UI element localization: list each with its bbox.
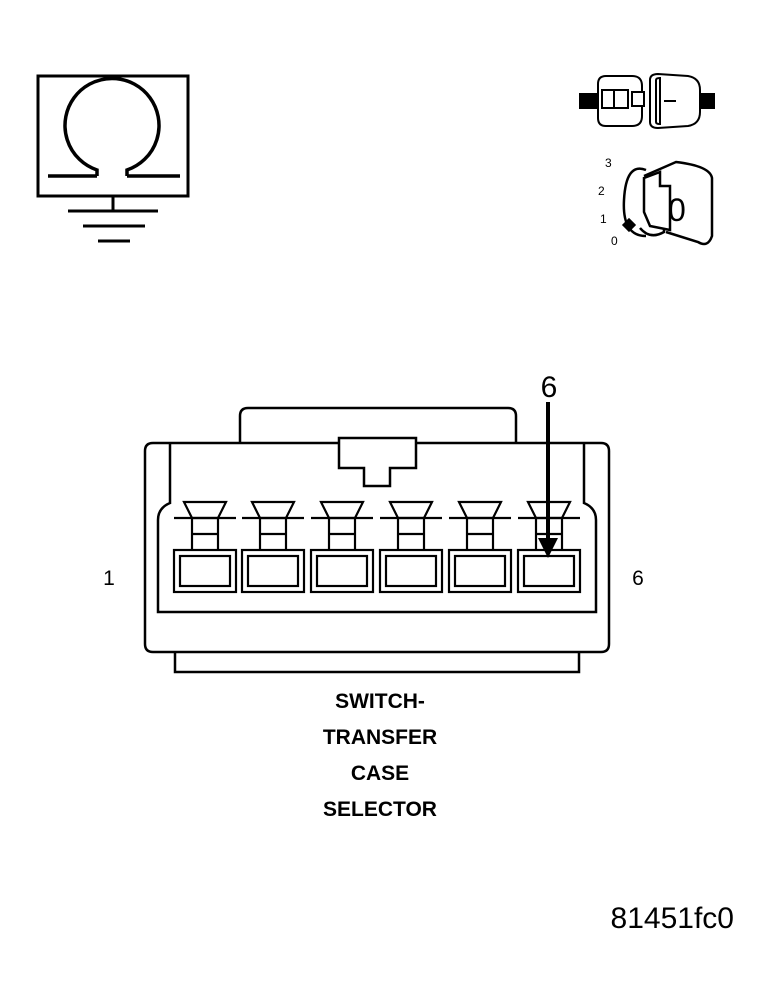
- connector-body: [143, 406, 611, 674]
- key-position-label: 0: [668, 192, 686, 228]
- pin-label-right: 6: [632, 567, 644, 590]
- connector-title: SWITCH- TRANSFER CASE SELECTOR: [323, 690, 437, 821]
- terminal-2: [240, 500, 306, 594]
- ohmmeter-ground-icon: [36, 74, 190, 243]
- terminal-3: [309, 500, 375, 594]
- terminal-4: [378, 500, 444, 594]
- title-line-1: SWITCH-: [335, 690, 425, 713]
- title-line-2: TRANSFER: [323, 726, 437, 749]
- terminal-6: [516, 500, 582, 594]
- figure-id: 81451fc0: [611, 902, 734, 935]
- terminal-5: [447, 500, 513, 594]
- dial-position-0: 0: [611, 234, 618, 248]
- pin-label-left: 1: [103, 567, 115, 590]
- dial-position-1: 1: [600, 212, 607, 226]
- dial-position-2: 2: [598, 184, 605, 198]
- connector-disconnect-icon: [579, 72, 715, 130]
- pin-6-callout-arrow: [538, 402, 558, 558]
- dial-position-3: 3: [605, 156, 612, 170]
- callout-pin-label: 6: [541, 371, 558, 404]
- terminal-1: [172, 500, 238, 594]
- title-line-3: CASE: [351, 762, 409, 785]
- ignition-off-icon: 3 2 1 0 0: [598, 156, 714, 248]
- title-line-4: SELECTOR: [323, 798, 437, 821]
